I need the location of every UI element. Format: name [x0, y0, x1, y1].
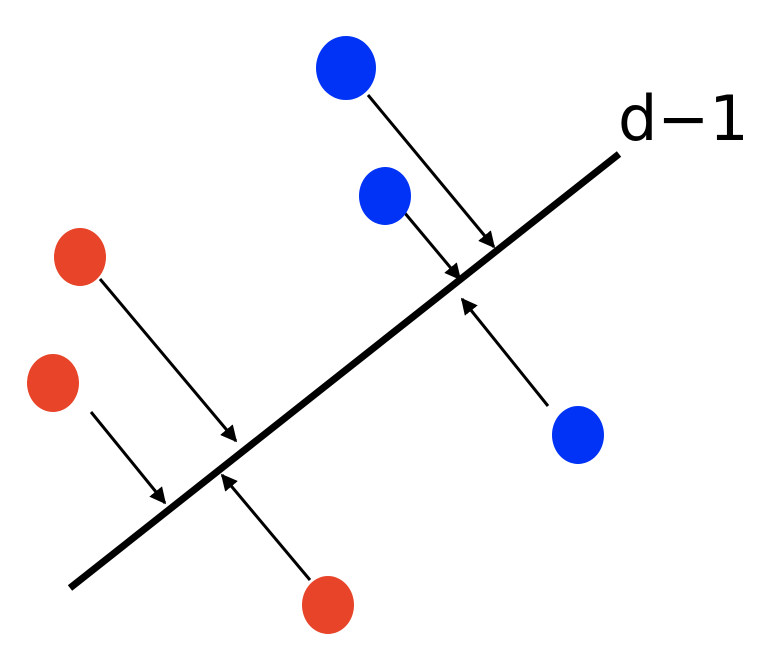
- point-blue-right: [552, 406, 604, 464]
- projection-arrow-red-upper: [98, 278, 238, 443]
- point-red-left: [27, 354, 79, 412]
- projection-arrow-blue-mid: [402, 211, 462, 281]
- point-blue-top: [316, 36, 376, 100]
- projection-arrow-blue-right: [460, 297, 550, 407]
- hyperplane-line: [67, 151, 622, 591]
- projection-arrow-blue-top: [366, 94, 496, 249]
- point-blue-mid: [359, 167, 411, 225]
- point-red-upper: [54, 228, 106, 286]
- projection-arrow-red-bottom: [220, 473, 312, 581]
- hyperplane-label: d−1: [618, 82, 749, 155]
- projection-arrow-red-left: [89, 411, 167, 505]
- point-red-bottom: [302, 576, 354, 634]
